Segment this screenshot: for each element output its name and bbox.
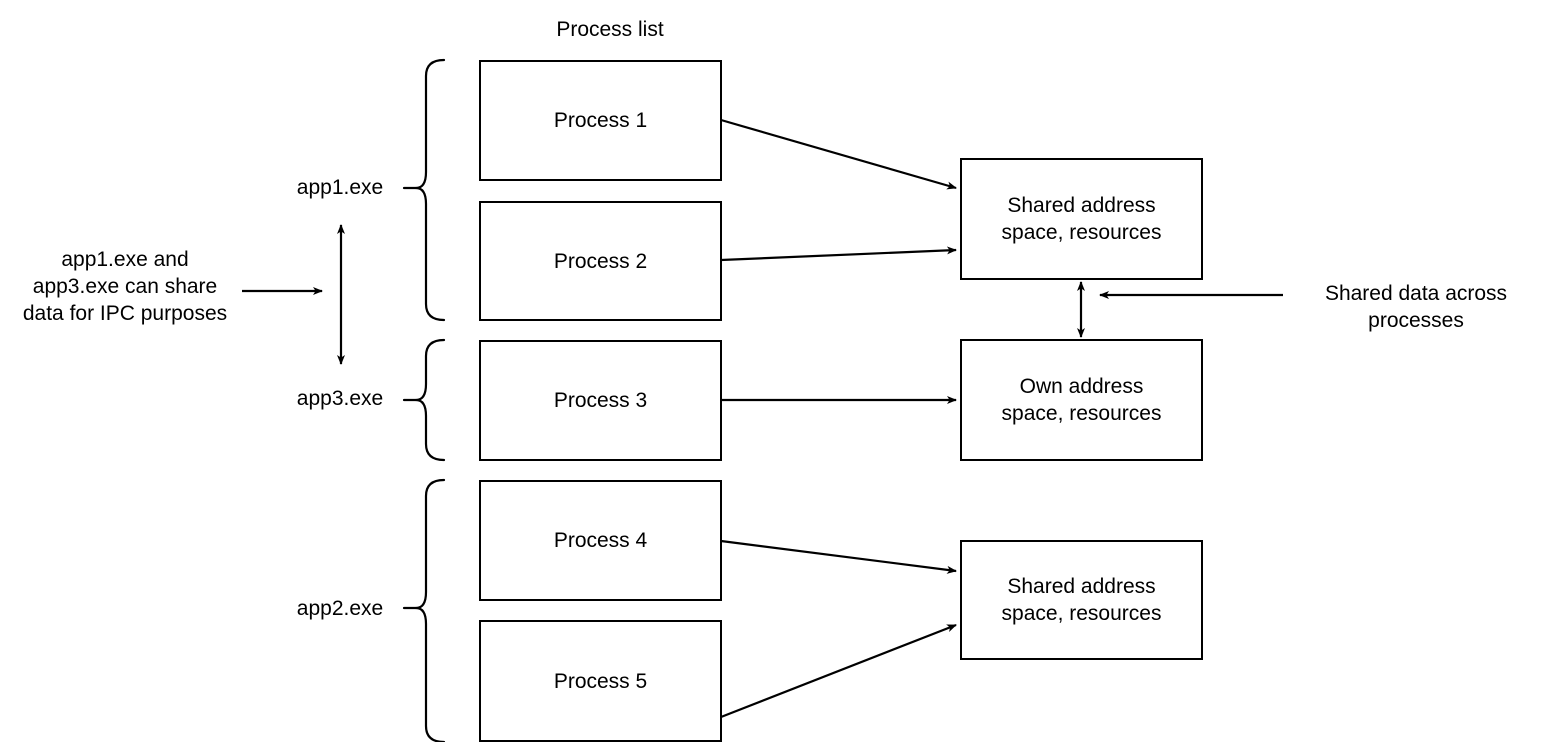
process-4-box[interactable]: Process 4: [479, 480, 722, 601]
process-1-box[interactable]: Process 1: [479, 60, 722, 181]
process2-to-shared-top: [720, 246, 957, 262]
group-label-app3: app3.exe: [296, 387, 384, 410]
brace-app1: [414, 58, 446, 322]
brace-app2: [414, 478, 446, 742]
group-label-app1: app1.exe: [296, 176, 384, 199]
process4-to-shared-bottom: [720, 539, 957, 574]
page-title: Process list: [556, 18, 664, 41]
shared-address-top-label: Shared address space, resources: [1001, 194, 1162, 244]
group-braces: [402, 58, 446, 742]
annotation-shared-data-note: Shared data across processes: [1324, 282, 1508, 332]
group-connectors: [242, 118, 1283, 719]
process5-to-shared-bottom: [720, 623, 957, 719]
shared-address-bottom-box[interactable]: Shared address space, resources: [960, 540, 1203, 660]
own-address-box[interactable]: Own address space, resources: [960, 339, 1203, 461]
own-address-label: Own address space, resources: [1001, 375, 1162, 425]
brace-app3: [414, 338, 446, 462]
process-2-box[interactable]: Process 2: [479, 201, 722, 321]
group-label-app2: app2.exe: [296, 597, 384, 620]
process-1-label: Process 1: [553, 109, 648, 132]
process-5-box[interactable]: Process 5: [479, 620, 722, 742]
shared-address-top-box[interactable]: Shared address space, resources: [960, 158, 1203, 280]
process-3-label: Process 3: [553, 389, 648, 412]
process1-to-shared-top: [720, 118, 957, 190]
shared-address-bottom-label: Shared address space, resources: [1001, 575, 1162, 625]
process-3-box[interactable]: Process 3: [479, 340, 722, 461]
process-2-label: Process 2: [553, 249, 648, 273]
process-4-label: Process 4: [553, 529, 648, 552]
annotation-ipc-note: app1.exe and app3.exe can share data for…: [22, 248, 228, 325]
process-5-label: Process 5: [553, 669, 648, 693]
